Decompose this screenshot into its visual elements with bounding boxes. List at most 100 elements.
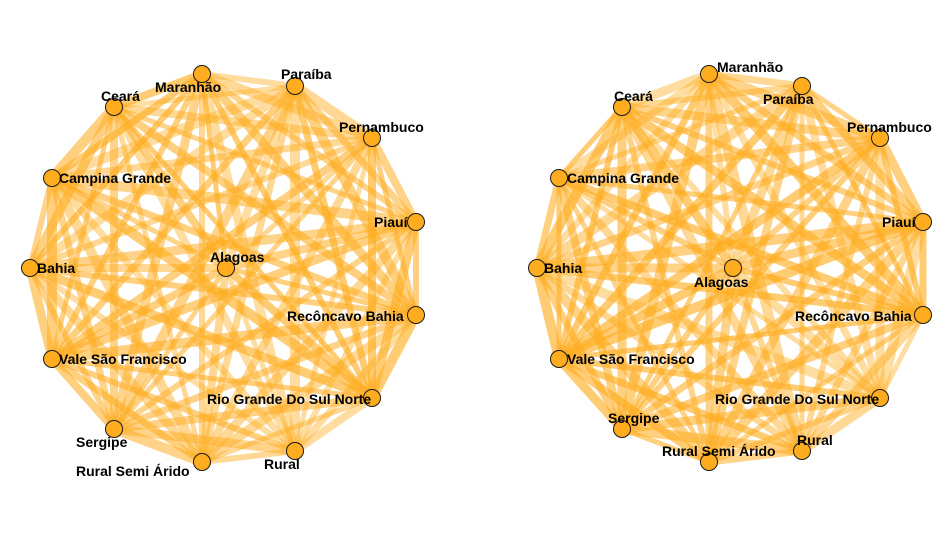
- edge-pernambuco-vale: [48, 134, 376, 363]
- node-label-riogrande: Rio Grande Do Sul Norte: [715, 391, 879, 407]
- edge-rural-sergipe: [617, 424, 807, 456]
- node-label-riogrande: Rio Grande Do Sul Norte: [207, 391, 371, 407]
- edge-pernambuco-rural: [799, 135, 883, 454]
- node-label-ruralsemi: Rural Semi Árido: [76, 463, 190, 479]
- node-sergipe: [105, 420, 123, 438]
- node-label-maranhao: Maranhão: [155, 79, 221, 95]
- edge-campina-pernambuco: [555, 134, 884, 182]
- edge-ruralsemi-vale: [555, 355, 713, 466]
- edge-reconcavo-rural: [291, 311, 420, 455]
- edge-ceara-paraiba: [111, 83, 298, 110]
- edge-campina-ruralsemi: [556, 175, 712, 465]
- node-label-paraiba: Paraíba: [763, 91, 814, 107]
- node-label-reconcavo: Recôncavo Bahia: [287, 308, 404, 324]
- edge-piaui-sergipe: [618, 218, 927, 433]
- edge-riogrande-ruralsemi: [706, 395, 883, 465]
- edge-riogrande-rural: [797, 393, 885, 456]
- node-pernambuco: [871, 129, 889, 147]
- edge-ruralsemi-vale: [48, 355, 206, 466]
- edge-campina-pernambuco: [48, 134, 376, 182]
- edge-paraiba-reconcavo: [290, 81, 421, 320]
- node-piaui: [914, 213, 932, 231]
- edge-maranhao-vale: [49, 71, 205, 362]
- node-ceara: [105, 98, 123, 116]
- node-label-campina: Campina Grande: [567, 170, 679, 186]
- node-ruralsemi: [193, 453, 211, 471]
- node-ceara: [613, 98, 631, 116]
- edge-alagoas-maranhao: [199, 71, 229, 271]
- node-label-reconcavo: Recôncavo Bahia: [795, 308, 912, 324]
- edge-riogrande-ruralsemi: [199, 395, 375, 465]
- edge-riogrande-vale: [556, 356, 883, 401]
- node-maranhao: [193, 65, 211, 83]
- node-label-paraiba: Paraíba: [281, 66, 332, 82]
- edge-ceara-piaui: [619, 104, 926, 225]
- edge-riogrande-vale: [49, 356, 375, 401]
- node-label-pernambuco: Pernambuco: [847, 119, 932, 135]
- edge-reconcavo-sergipe: [618, 311, 927, 433]
- node-label-alagoas: Alagoas: [210, 249, 265, 265]
- node-label-ceara: Ceará: [101, 88, 140, 104]
- node-label-piaui: Piauí: [374, 214, 409, 230]
- node-label-bahia: Bahia: [37, 260, 75, 276]
- edge-campina-riogrande: [47, 173, 377, 403]
- edge-piaui-vale: [47, 217, 421, 364]
- edge-campina-maranhao: [555, 70, 713, 182]
- edge-reconcavo-rural: [798, 311, 927, 455]
- edge-layer-right: [532, 69, 928, 467]
- edge-piaui-riogrande: [367, 217, 421, 403]
- edge-campina-riogrande: [556, 175, 883, 401]
- edge-pernambuco-vale: [554, 133, 885, 364]
- edge-reconcavo-vale: [556, 312, 926, 362]
- node-label-ruralsemi: Rural Semi Árido: [662, 443, 776, 459]
- edge-reconcavo-vale: [47, 310, 421, 364]
- edge-riogrande-sergipe: [110, 394, 376, 433]
- edge-pernambuco-piaui: [875, 133, 928, 227]
- edge-rural-vale: [49, 356, 298, 454]
- node-label-alagoas: Alagoas: [694, 274, 749, 290]
- node-rural: [286, 442, 304, 460]
- node-bahia: [21, 259, 39, 277]
- edge-campina-ruralsemi: [47, 173, 207, 467]
- edge-pernambuco-ruralsemi: [704, 133, 885, 467]
- edge-alagoas-riogrande: [728, 263, 885, 403]
- node-label-piaui: Piauí: [882, 214, 917, 230]
- edge-alagoas-reconcavo: [223, 265, 419, 318]
- edge-bahia-vale: [532, 263, 564, 364]
- node-vale: [550, 350, 568, 368]
- edge-ceara-maranhao: [110, 70, 206, 111]
- edge-paraiba-riogrande: [291, 82, 376, 402]
- node-campina: [550, 169, 568, 187]
- node-rural: [793, 442, 811, 460]
- edge-piaui-ruralsemi: [197, 217, 421, 467]
- edge-ceara-maranhao: [617, 69, 714, 112]
- node-label-maranhao: Maranhão: [717, 59, 783, 75]
- edge-alagoas-sergipe: [619, 265, 736, 432]
- node-alagoas: [217, 259, 235, 277]
- edge-ceara-piaui: [111, 104, 419, 225]
- edge-bahia-paraiba: [532, 81, 807, 273]
- node-pernambuco: [363, 129, 381, 147]
- node-label-sergipe: Sergipe: [608, 410, 660, 426]
- edge-maranhao-reconcavo: [704, 69, 928, 320]
- edge-piaui-vale: [554, 217, 928, 364]
- edge-reconcavo-sergipe: [110, 311, 420, 433]
- node-maranhao: [700, 65, 718, 83]
- edge-bahia-paraiba: [25, 81, 300, 273]
- node-piaui: [407, 213, 425, 231]
- edge-campina-maranhao: [48, 70, 206, 182]
- node-label-ceara: Ceará: [614, 88, 653, 104]
- edge-sergipe-vale: [554, 354, 627, 434]
- node-layer-right: [528, 65, 932, 471]
- edge-ceara-vale: [556, 104, 625, 362]
- edge-piaui-ruralsemi: [704, 217, 928, 467]
- node-bahia: [528, 259, 546, 277]
- edge-campina-ceara: [47, 102, 119, 183]
- edge-reconcavo-riogrande: [367, 310, 421, 403]
- edge-pernambuco-rural: [292, 135, 375, 454]
- edge-paraiba-reconcavo: [799, 83, 926, 318]
